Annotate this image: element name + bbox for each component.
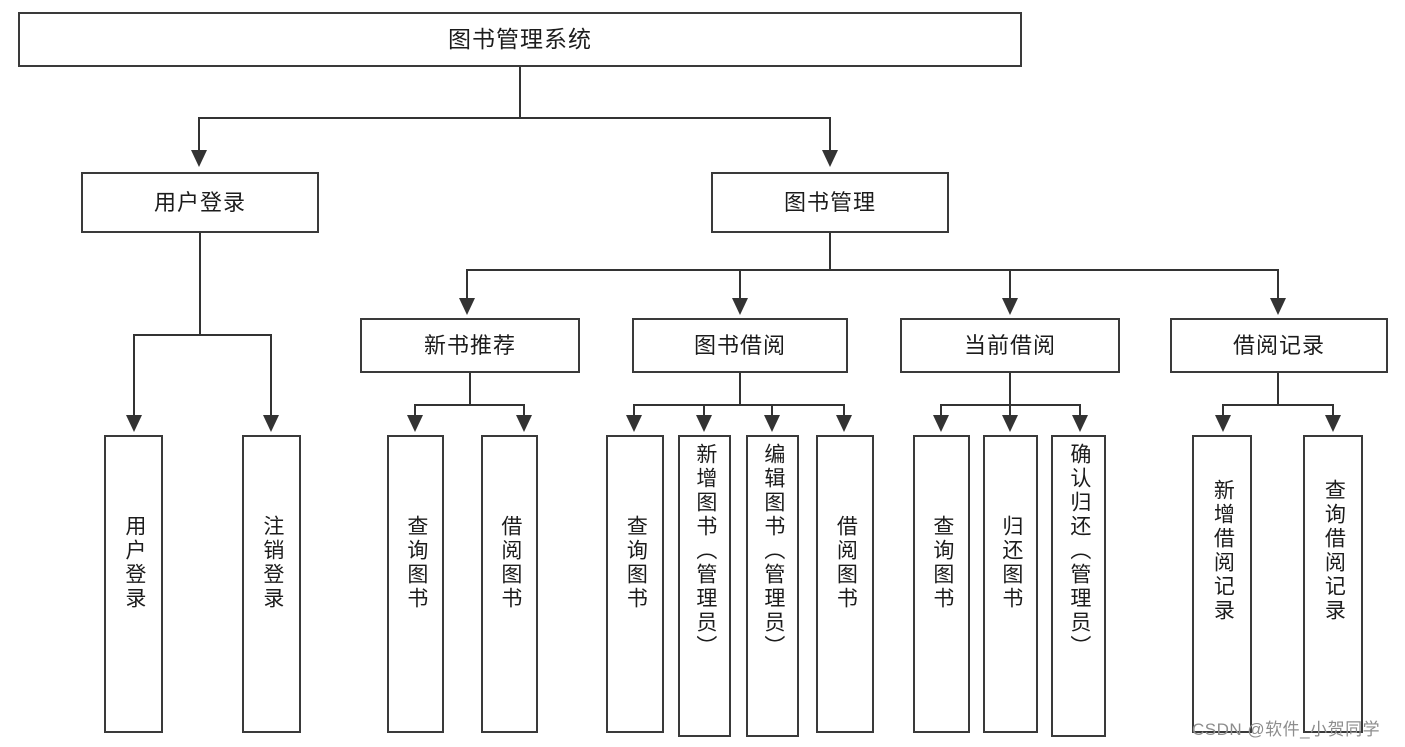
arrowhead-borrow-records-to-query (1325, 415, 1341, 432)
node-root-system: 图书管理系统 (18, 12, 1022, 67)
leaf-borrow-records-query-record: 查询借阅记录 (1303, 435, 1363, 733)
connector-current-borrow-to-query (940, 404, 942, 419)
node-book-management: 图书管理 (711, 172, 949, 233)
node-label: 查询借阅记录 (1322, 479, 1346, 623)
connector-book-manage-to-current (1009, 269, 1011, 301)
connector-borrow-records-bus (1222, 404, 1334, 406)
node-label: 查询图书 (624, 515, 648, 611)
leaf-user-logout: 注销登录 (242, 435, 301, 733)
leaf-book-borrow-edit-book: 编辑图书（管理员） (746, 435, 799, 737)
arrowhead-root-to-user-login (191, 150, 207, 167)
arrowhead-book-manage-to-new-books (459, 298, 475, 315)
leaf-book-borrow-lend-book: 借阅图书 (816, 435, 874, 733)
connector-root-bus (198, 117, 831, 119)
connector-user-login-to-login (133, 334, 135, 418)
node-label: 查询图书 (930, 515, 954, 611)
node-label: 归还图书 (999, 515, 1023, 611)
leaf-current-borrow-return-book: 归还图书 (983, 435, 1038, 733)
node-label: 注销登录 (260, 515, 284, 611)
connector-user-login-bus (133, 334, 272, 336)
connector-borrow-records-to-query (1332, 404, 1334, 419)
node-label: 用户登录 (153, 189, 246, 215)
arrowhead-book-manage-to-borrow (732, 298, 748, 315)
connector-book-borrow-to-edit (771, 404, 773, 419)
arrowhead-root-to-book-manage (822, 150, 838, 167)
connector-book-manage-to-new-books (466, 269, 468, 301)
node-label: 借阅图书 (834, 515, 858, 611)
connector-new-books-bus (414, 404, 525, 406)
leaf-new-books-query-book: 查询图书 (387, 435, 444, 733)
node-current-borrow: 当前借阅 (900, 318, 1120, 373)
node-label: 借阅图书 (498, 515, 522, 611)
arrowhead-borrow-records-to-add (1215, 415, 1231, 432)
arrowhead-user-login-to-logout (263, 415, 279, 432)
connector-user-login-to-logout (270, 334, 272, 418)
connector-new-books-stem (469, 373, 471, 405)
node-label: 新书推荐 (423, 332, 516, 358)
connector-current-borrow-stem (1009, 373, 1011, 405)
connector-book-borrow-to-lend (843, 404, 845, 419)
connector-book-manage-bus (466, 269, 1278, 271)
connector-book-manage-stem (829, 233, 831, 271)
arrowhead-current-borrow-to-query (933, 415, 949, 432)
arrowhead-current-borrow-to-confirm (1072, 415, 1088, 432)
arrowhead-new-books-to-borrow (516, 415, 532, 432)
node-label: 查询图书 (404, 515, 428, 611)
connector-user-login-stem (199, 233, 201, 335)
node-label: 借阅记录 (1232, 332, 1325, 358)
connector-root-to-book-manage (829, 117, 831, 153)
arrowhead-book-borrow-to-add (696, 415, 712, 432)
arrowhead-user-login-to-login (126, 415, 142, 432)
node-label: 新增图书（管理员） (693, 443, 717, 659)
node-label: 当前借阅 (963, 332, 1056, 358)
connector-book-borrow-to-query (633, 404, 635, 419)
connector-new-books-to-borrow (523, 404, 525, 419)
leaf-book-borrow-query-book: 查询图书 (606, 435, 664, 733)
leaf-current-borrow-confirm-return: 确认归还（管理员） (1051, 435, 1106, 737)
node-label: 新增借阅记录 (1211, 479, 1235, 623)
connector-borrow-records-to-add (1222, 404, 1224, 419)
connector-book-manage-to-records (1277, 269, 1279, 301)
node-user-login: 用户登录 (81, 172, 319, 233)
arrowhead-book-borrow-to-query (626, 415, 642, 432)
leaf-book-borrow-add-book: 新增图书（管理员） (678, 435, 731, 737)
node-label: 确认归还（管理员） (1067, 443, 1091, 659)
arrowhead-book-borrow-to-edit (764, 415, 780, 432)
arrowhead-new-books-to-query (407, 415, 423, 432)
leaf-borrow-records-add-record: 新增借阅记录 (1192, 435, 1252, 733)
connector-book-manage-to-borrow (739, 269, 741, 301)
node-label: 图书借阅 (693, 332, 786, 358)
leaf-new-books-borrow-book: 借阅图书 (481, 435, 538, 733)
node-label: 用户登录 (122, 515, 146, 611)
connector-current-borrow-to-confirm (1079, 404, 1081, 419)
arrowhead-book-manage-to-records (1270, 298, 1286, 315)
connector-root-to-user-login (198, 117, 200, 153)
leaf-current-borrow-query-book: 查询图书 (913, 435, 970, 733)
arrowhead-book-borrow-to-lend (836, 415, 852, 432)
connector-new-books-to-query (414, 404, 416, 419)
connector-book-borrow-to-add (703, 404, 705, 419)
connector-borrow-records-stem (1277, 373, 1279, 405)
node-new-book-recommend: 新书推荐 (360, 318, 580, 373)
node-label: 图书管理 (783, 189, 876, 215)
leaf-user-login: 用户登录 (104, 435, 163, 733)
node-label: 编辑图书（管理员） (761, 443, 785, 659)
node-borrow-records: 借阅记录 (1170, 318, 1388, 373)
arrowhead-book-manage-to-current (1002, 298, 1018, 315)
connector-book-borrow-stem (739, 373, 741, 405)
node-label: 图书管理系统 (448, 26, 592, 53)
node-book-borrow: 图书借阅 (632, 318, 848, 373)
arrowhead-current-borrow-to-return (1002, 415, 1018, 432)
connector-current-borrow-to-return (1009, 404, 1011, 419)
connector-root-stem (519, 67, 521, 119)
connector-book-borrow-bus (633, 404, 845, 406)
